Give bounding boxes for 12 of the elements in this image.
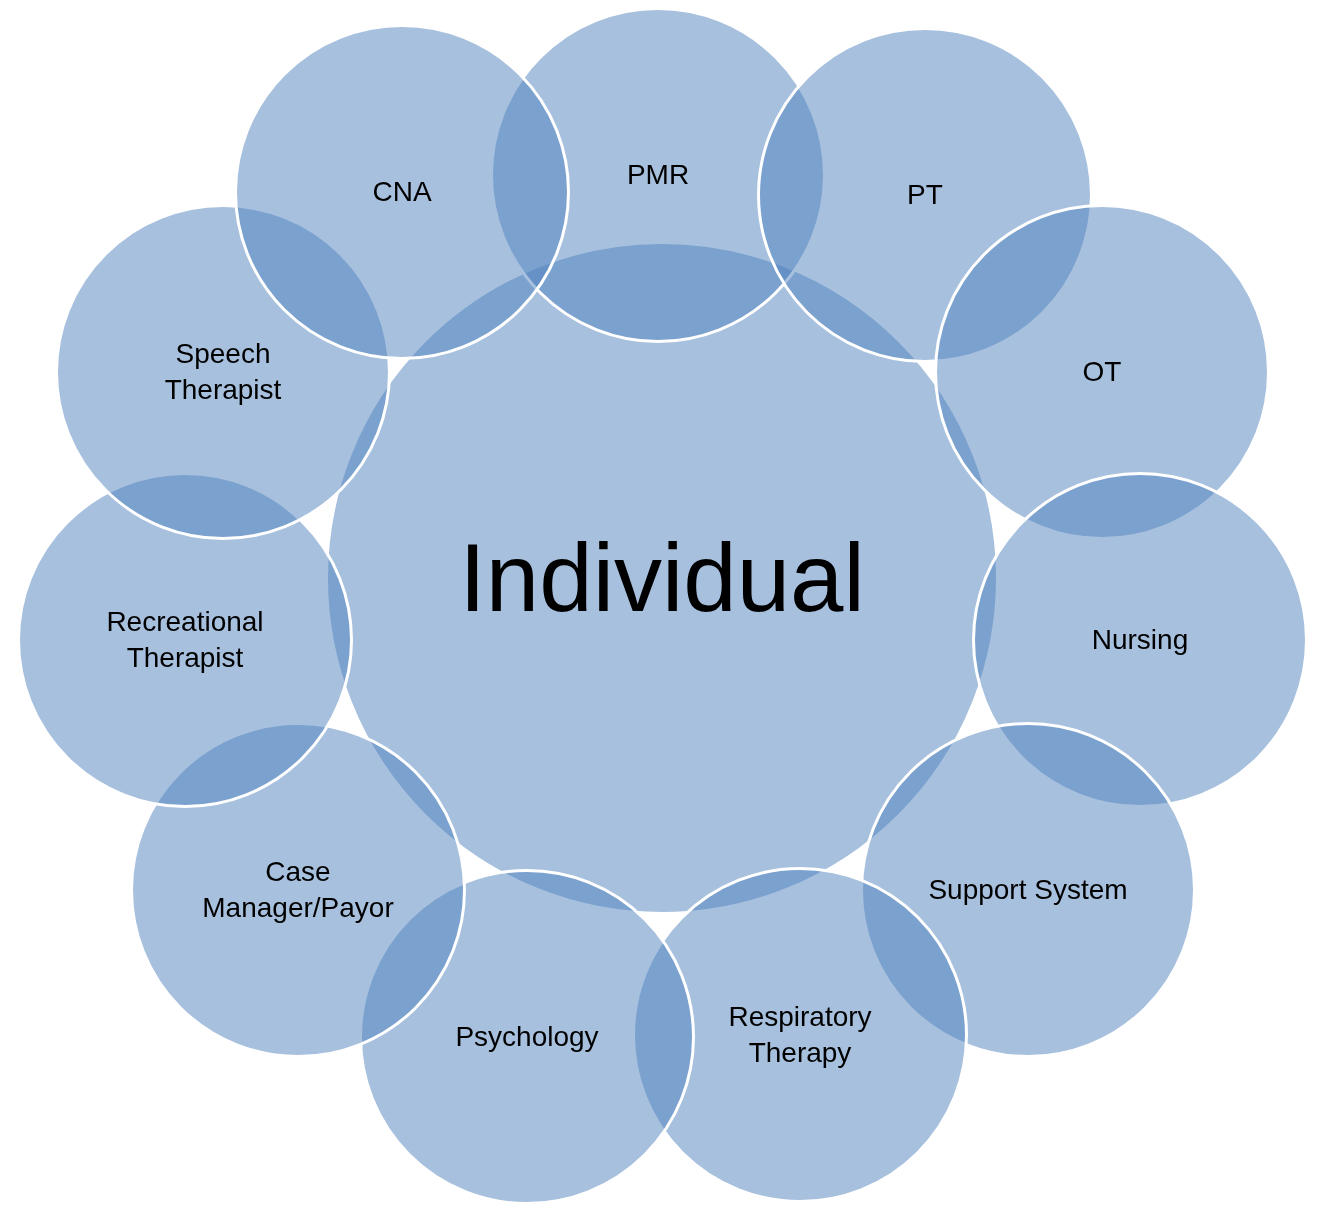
- center-label: Individual: [459, 522, 865, 633]
- circle-label: Respiratory Therapy: [727, 999, 873, 1070]
- circle-label: Case Manager/Payor: [201, 854, 395, 925]
- circle-label: Recreational Therapist: [105, 604, 265, 675]
- circle-label: PMR: [626, 157, 690, 192]
- circle-label: OT: [1082, 354, 1122, 389]
- circle-label: Nursing: [1091, 622, 1189, 657]
- circle-label: PT: [907, 177, 943, 212]
- circle-label: CNA: [372, 174, 432, 209]
- circle-label: Support System: [928, 872, 1128, 907]
- circle-label: Speech Therapist: [163, 336, 283, 407]
- circle-label: Psychology: [455, 1019, 599, 1054]
